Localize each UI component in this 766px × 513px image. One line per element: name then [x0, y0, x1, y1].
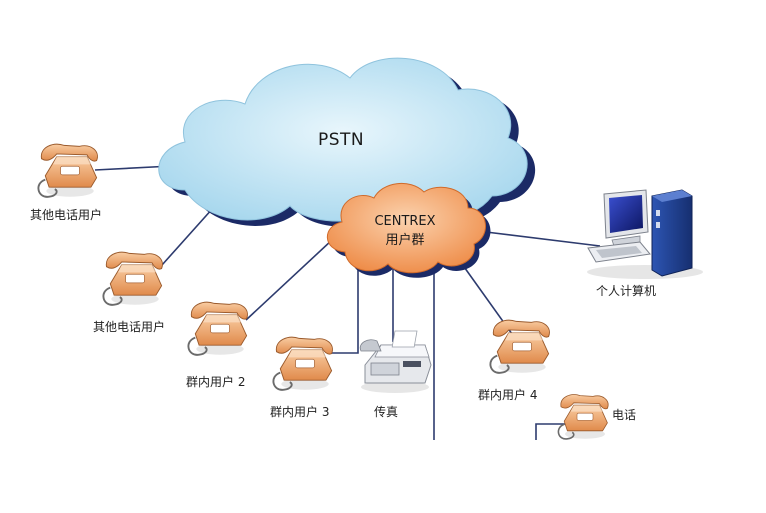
phone-icon-phone: [557, 393, 609, 440]
phone-icon-other-user-1: [37, 143, 99, 198]
phone-icon-group-user-3: [272, 336, 334, 391]
link-phone-branch: [535, 423, 566, 440]
link-lines: [94, 165, 601, 440]
group-user-2-label: 群内用户 2: [186, 375, 246, 389]
centrex-title: CENTREX: [374, 214, 436, 229]
centrex-subtitle: 用户群: [385, 233, 425, 248]
pc-icon: [587, 189, 703, 279]
link-group-user-3: [330, 268, 359, 354]
pc-label: 个人计算机: [596, 284, 657, 298]
group-user-4-label: 群内用户 4: [478, 388, 538, 402]
pstn-label: PSTN: [318, 130, 365, 150]
link-group-user-2: [245, 239, 333, 321]
group-user-3-label: 群内用户 3: [270, 405, 330, 419]
centrex-label: CENTREX 用户群: [350, 212, 460, 250]
fax-label: 传真: [374, 405, 399, 419]
other-user-2-label: 其他电话用户: [93, 320, 166, 334]
phone-icon-group-user-2: [187, 301, 249, 356]
phone-icon-other-user-2: [102, 251, 164, 306]
pstn-cloud: [158, 57, 536, 228]
centrex-cloud: [326, 182, 491, 278]
phone-icon-group-user-4: [489, 319, 551, 374]
phone-label: 电话: [612, 408, 637, 422]
fax-icon: [359, 330, 432, 393]
other-user-1-label: 其他电话用户: [30, 208, 103, 222]
link-pc: [485, 231, 601, 247]
